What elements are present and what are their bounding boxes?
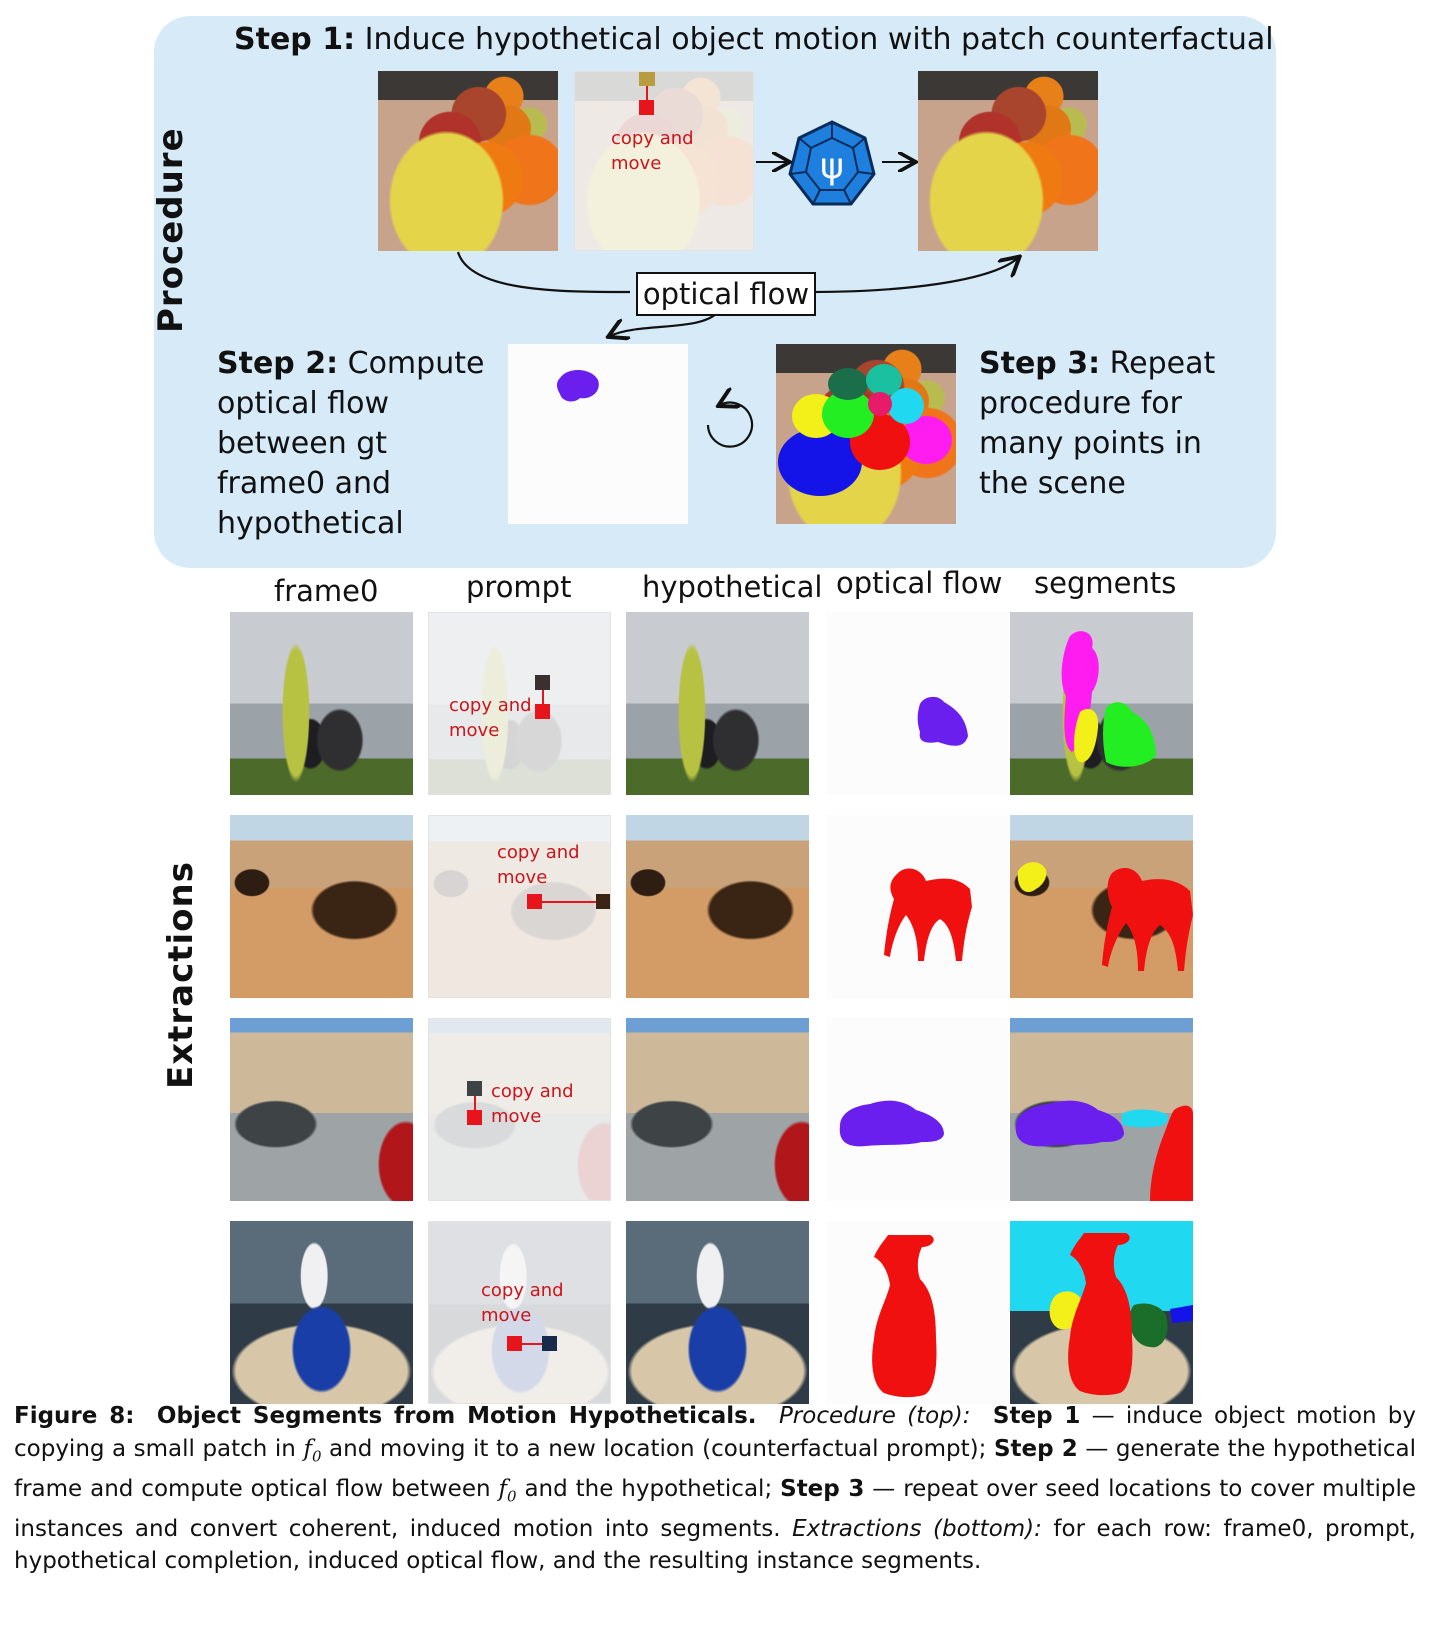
row4-copy-move-label: copy and move <box>481 1280 564 1326</box>
step2-flow-blob <box>557 369 599 402</box>
step2-flow-image <box>508 344 688 524</box>
caption-step2-text-b: and the hypothetical; <box>524 1475 773 1502</box>
caption-step1-text-b: and moving it to a new location (counter… <box>329 1435 987 1462</box>
row4-hypothetical <box>626 1221 809 1404</box>
step2-text-block: Step 2: Compute optical flow between gt … <box>217 344 499 544</box>
col-head-hypothetical: hypothetical <box>642 570 823 604</box>
row1-frame0 <box>230 612 413 795</box>
row3-prompt-faded-background <box>429 1019 610 1200</box>
col-head-prompt: prompt <box>466 570 572 604</box>
row2-prompt-faded-background <box>429 816 610 997</box>
flow-to-step2-arrow <box>610 311 719 336</box>
caption-extractions-text: for each row: frame0, prompt, hypothetic… <box>14 1515 1416 1575</box>
step1-frame0-image <box>378 71 558 251</box>
row1-target-patch <box>535 704 550 719</box>
col-head-segments: segments <box>1034 566 1177 600</box>
row2-flow-blob <box>884 868 972 961</box>
step1-copy-move-label: copy and move <box>611 128 694 174</box>
row3-segment-overlay <box>1015 1100 1193 1201</box>
row2-segments <box>1010 815 1193 998</box>
extractions-section-label: Extractions <box>161 861 201 1089</box>
row3-move-arrow <box>474 1096 476 1110</box>
row1-segment-overlay <box>1061 631 1156 767</box>
row1-source-patch <box>535 675 550 690</box>
step1-text: Induce hypothetical object motion with p… <box>355 22 1274 57</box>
row2-move-arrow <box>542 901 596 903</box>
row1-move-arrow <box>542 690 544 704</box>
step1-move-arrow <box>646 86 648 100</box>
row3-hypothetical <box>626 1018 809 1201</box>
step3-text: Repeat procedure for many points in the … <box>979 346 1216 501</box>
caption-step3-label: Step 3 <box>780 1475 865 1502</box>
refresh-cycle-icon <box>706 403 754 448</box>
step3-text-block: Step 3: Repeat procedure for many points… <box>979 344 1219 504</box>
step1-source-patch <box>639 72 655 86</box>
row3-target-patch <box>467 1110 482 1125</box>
col-head-optical-flow: optical flow <box>836 566 1003 600</box>
row3-segments <box>1010 1018 1193 1201</box>
step3-segment-overlay <box>778 364 952 496</box>
row4-target-patch <box>507 1336 522 1351</box>
row1-segments <box>1010 612 1193 795</box>
row2-hypothetical <box>626 815 809 998</box>
model-psi-icon: ψ <box>788 120 876 206</box>
row1-prompt: copy and move <box>428 612 611 795</box>
caption-step3-text: — repeat over seed locations to cover mu… <box>14 1475 1417 1542</box>
row1-hypothetical <box>626 612 809 795</box>
row3-flow-blob <box>839 1100 944 1147</box>
step1-prompt-faded-background <box>575 72 753 250</box>
step1-prompt-image: copy and move <box>574 71 754 251</box>
step1-target-patch <box>639 100 654 115</box>
caption-title: Object Segments from Motion Hypothetical… <box>156 1403 757 1429</box>
step3-segments-image <box>776 344 956 524</box>
caption-figure-label: Figure 8: <box>14 1403 135 1429</box>
row1-flow-blob <box>917 696 968 746</box>
row2-source-patch <box>596 894 610 909</box>
row4-source-patch <box>542 1336 557 1351</box>
row4-prompt-faded-background <box>429 1222 610 1403</box>
caption-f0-symbol-a: f0 <box>303 1435 322 1466</box>
row4-move-arrow <box>522 1343 542 1345</box>
row2-segment-overlay <box>1017 862 1193 971</box>
caption-step1-label: Step 1 <box>992 1403 1081 1429</box>
model-psi-glyph: ψ <box>820 146 844 187</box>
step2-label: Step 2: <box>217 346 339 381</box>
caption-procedure-label: Procedure (top): <box>778 1403 971 1429</box>
row3-optical-flow <box>826 1018 1009 1201</box>
row2-prompt: copy and move <box>428 815 611 998</box>
row4-flow-blob <box>872 1235 937 1398</box>
step1-label: Step 1: <box>234 22 356 57</box>
figure-caption: Figure 8: Object Segments from Motion Hy… <box>14 1400 1416 1578</box>
row1-prompt-faded-background <box>429 613 610 794</box>
row4-segment-overlay <box>1010 1221 1193 1396</box>
row2-frame0 <box>230 815 413 998</box>
step1-flow-diagram-svg <box>456 0 1429 448</box>
row3-frame0 <box>230 1018 413 1201</box>
row4-frame0 <box>230 1221 413 1404</box>
caption-step1-text: — induce object motion by copying a smal… <box>14 1403 1416 1462</box>
row4-segments <box>1010 1221 1193 1404</box>
col-head-frame0: frame0 <box>274 574 379 608</box>
row2-copy-move-label: copy and move <box>497 842 580 888</box>
row3-copy-move-label: copy and move <box>491 1081 574 1127</box>
flow-bracket-right <box>809 258 1018 294</box>
flow-bracket-left <box>456 251 631 294</box>
caption-step2-text: — generate the hypothetical frame and co… <box>14 1435 1417 1502</box>
row3-prompt: copy and move <box>428 1018 611 1201</box>
caption-extractions-label: Extractions (bottom): <box>792 1515 1042 1542</box>
caption-step2-label: Step 2 <box>993 1435 1078 1462</box>
row3-source-patch <box>467 1081 482 1096</box>
step1-title: Step 1: Induce hypothetical object motio… <box>234 22 1274 57</box>
row4-prompt: copy and move <box>428 1221 611 1404</box>
optical-flow-box: optical flow <box>636 272 816 316</box>
caption-f0-symbol-b: f0 <box>498 1475 517 1506</box>
row1-optical-flow <box>826 612 1009 795</box>
row1-copy-move-label: copy and move <box>449 695 532 741</box>
row4-optical-flow <box>826 1221 1009 1404</box>
step2-text: Compute optical flow between gt frame0 a… <box>217 346 485 541</box>
step3-label: Step 3: <box>979 346 1101 381</box>
row2-target-patch <box>527 894 542 909</box>
step1-hypothetical-image <box>918 71 1098 251</box>
row2-optical-flow <box>826 815 1009 998</box>
